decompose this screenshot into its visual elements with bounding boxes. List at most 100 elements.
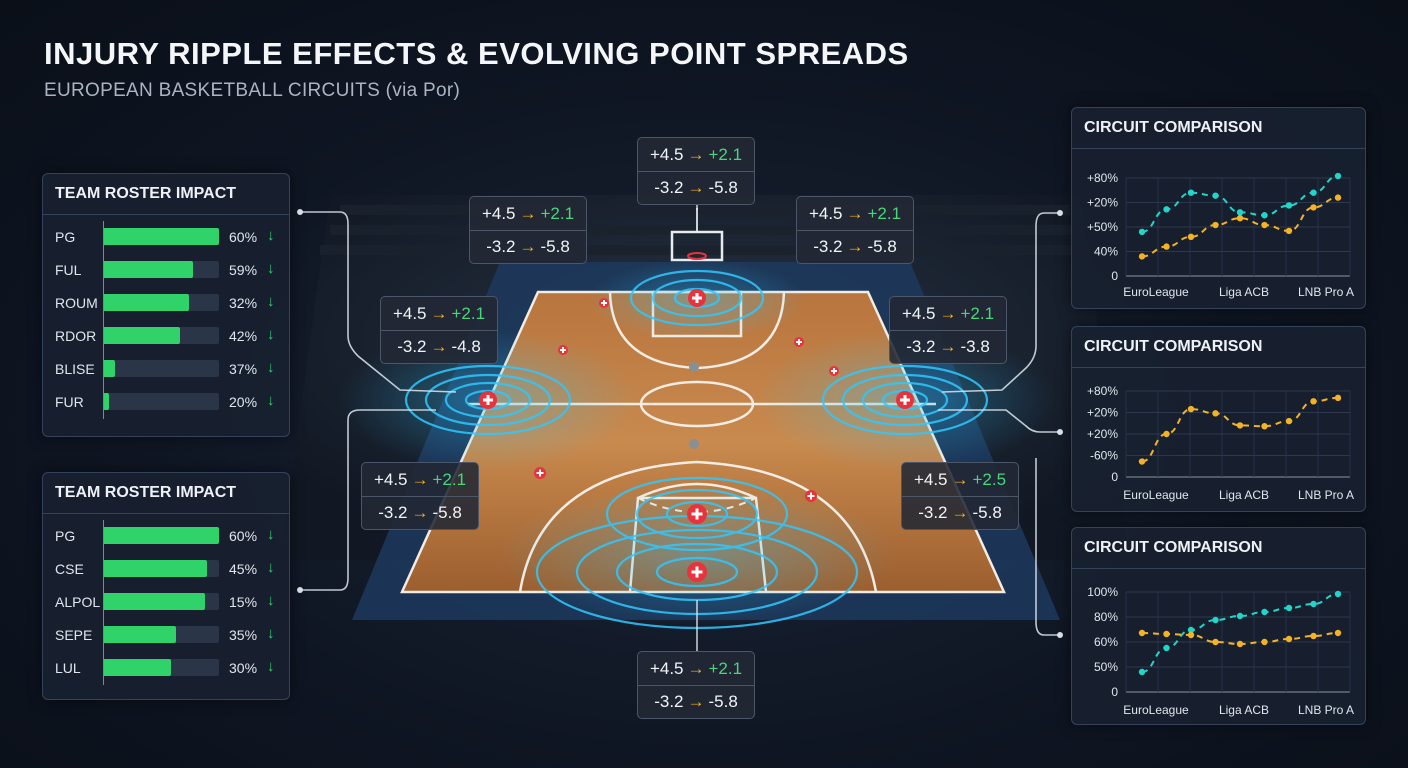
spread-line-favorite: +4.5→+2.1 xyxy=(638,138,754,172)
x-category-label: EuroLeague xyxy=(1123,703,1189,717)
spread-current-value: +2.5 xyxy=(972,470,1007,489)
right-arrow-icon: → xyxy=(687,692,705,711)
spread-open-value: +4.5 xyxy=(392,304,427,323)
player-label: SEPE xyxy=(55,627,93,643)
player-label: RDOR xyxy=(55,328,97,344)
point-spread-box: +4.5→+2.1 -3.2→-5.8 xyxy=(637,651,755,719)
y-tick-label: +20% xyxy=(1087,196,1118,210)
series-point xyxy=(1163,644,1170,652)
bar-fill xyxy=(103,626,177,643)
down-arrow-icon: ↓ xyxy=(267,625,275,642)
player-label: FUL xyxy=(55,262,82,278)
series-point xyxy=(1138,458,1146,465)
down-arrow-icon: ↓ xyxy=(267,559,275,576)
series-point xyxy=(1310,189,1317,196)
bar-fill xyxy=(103,360,115,377)
series-point xyxy=(1138,253,1146,260)
spread-line-underdog: -3.2→-5.8 xyxy=(362,496,478,529)
bar-fill xyxy=(103,659,172,676)
bar-track xyxy=(103,659,219,676)
circuit-comparison-panel-2: CIRCUIT COMPARISON 0-60%+20%+20%+80%Euro… xyxy=(1071,326,1366,512)
y-tick-label: 40% xyxy=(1094,245,1118,259)
impact-percent: 15% xyxy=(229,594,258,610)
series-point xyxy=(1163,430,1170,438)
y-tick-label: 60% xyxy=(1094,635,1118,649)
right-arrow-icon: → xyxy=(846,204,864,223)
spread-open-value: -3.2 xyxy=(397,337,427,356)
right-arrow-icon: → xyxy=(951,470,969,489)
series-point xyxy=(1212,221,1219,229)
right-arrow-icon: → xyxy=(430,304,448,323)
series-point xyxy=(1212,192,1219,199)
spread-current-value: -5.8 xyxy=(432,503,462,522)
x-category-label: EuroLeague xyxy=(1123,488,1189,502)
spread-open-value: -3.2 xyxy=(906,337,936,356)
series-point xyxy=(1138,228,1146,236)
spread-current-value: +2.1 xyxy=(451,304,486,323)
circuit-chart-title: CIRCUIT COMPARISON xyxy=(1072,327,1365,368)
spread-line-favorite: +4.5→+2.1 xyxy=(890,297,1006,331)
x-category-label: Liga ACB xyxy=(1219,488,1269,502)
bar-track xyxy=(103,228,219,245)
spread-current-value: +2.1 xyxy=(708,145,743,164)
spread-open-value: -3.2 xyxy=(486,237,516,256)
series-point xyxy=(1285,417,1293,425)
spread-current-value: -5.8 xyxy=(708,692,738,711)
spread-open-value: +4.5 xyxy=(901,304,936,323)
y-tick-label: 0 xyxy=(1111,269,1118,283)
spread-line-favorite: +4.5→+2.1 xyxy=(470,197,586,231)
series-point xyxy=(1187,626,1195,634)
spread-open-value: -3.2 xyxy=(378,503,408,522)
series-point xyxy=(1212,616,1219,624)
x-category-label: LNB Pro A xyxy=(1298,488,1354,502)
point-spread-box: +4.5→+2.1-3.2→-5.8 xyxy=(361,462,479,530)
series-point xyxy=(1163,630,1170,638)
spread-open-value: -3.2 xyxy=(654,692,684,711)
down-arrow-icon: ↓ xyxy=(267,293,275,310)
point-spread-box: +4.5→+2.1-3.2→-3.8 xyxy=(889,296,1007,364)
spread-line-underdog: -3.2→-5.8 xyxy=(797,230,913,263)
bar-track xyxy=(103,560,219,577)
spread-current-value: +2.1 xyxy=(432,470,467,489)
series-point xyxy=(1236,214,1244,222)
bar-fill xyxy=(103,228,219,245)
spread-open-value: -3.2 xyxy=(813,237,843,256)
page-title: INJURY RIPPLE EFFECTS & EVOLVING POINT S… xyxy=(44,36,909,71)
impact-percent: 60% xyxy=(229,229,258,245)
series-point xyxy=(1310,398,1317,405)
bar-track xyxy=(103,626,219,643)
y-tick-label: 0 xyxy=(1111,470,1118,484)
spread-open-value: +4.5 xyxy=(373,470,408,489)
spread-open-value: +4.5 xyxy=(649,659,684,678)
down-arrow-icon: ↓ xyxy=(267,227,275,244)
y-tick-label: 0 xyxy=(1111,685,1118,699)
spread-line-underdog: -3.2→-5.8 xyxy=(638,171,754,204)
y-tick-label: 50% xyxy=(1094,660,1118,674)
spread-open-value: +4.5 xyxy=(481,204,516,223)
down-arrow-icon: ↓ xyxy=(267,592,275,609)
series-point xyxy=(1334,394,1342,402)
series-point xyxy=(1285,202,1293,209)
impact-percent: 37% xyxy=(229,361,258,377)
spread-current-value: -5.8 xyxy=(867,237,897,256)
spread-current-value: -5.8 xyxy=(972,503,1002,522)
spread-open-value: +4.5 xyxy=(649,145,684,164)
down-arrow-icon: ↓ xyxy=(267,526,275,543)
player-label: CSE xyxy=(55,561,84,577)
connector-lines xyxy=(300,205,1060,652)
point-spread-box: +4.5→+2.5-3.2→-5.8 xyxy=(901,462,1019,530)
spread-current-value: +2.1 xyxy=(708,659,743,678)
spread-current-value: -5.8 xyxy=(708,178,738,197)
x-category-label: Liga ACB xyxy=(1219,285,1269,299)
bar-fill xyxy=(103,560,208,577)
right-arrow-icon: → xyxy=(687,659,705,678)
